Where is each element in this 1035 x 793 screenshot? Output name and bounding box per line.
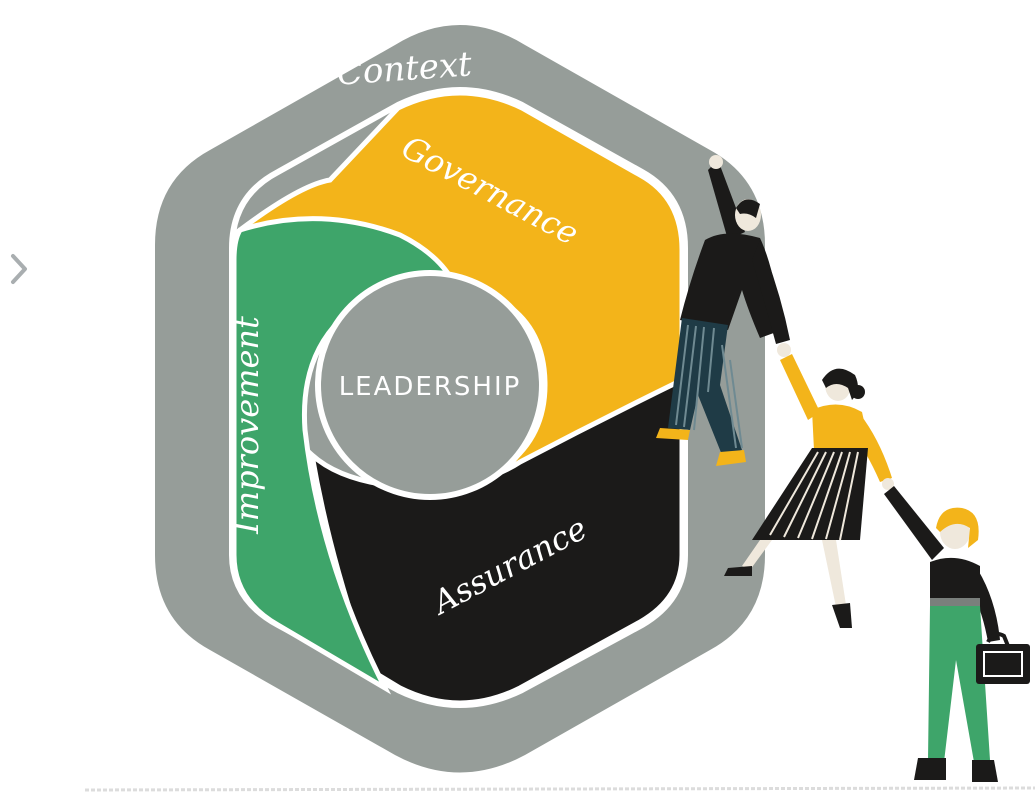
ground-line: [84, 786, 1035, 792]
woman-briefcase-figure: [884, 486, 1030, 782]
leadership-label: LEADERSHIP: [339, 372, 522, 402]
assurance-segment: [308, 375, 685, 706]
people-illustration: [656, 155, 1030, 782]
chevron-right-icon[interactable]: [8, 252, 32, 286]
woman-skirt-figure: [724, 354, 894, 628]
improvement-segment: [231, 216, 460, 695]
improvement-label: Improvement: [228, 316, 266, 535]
context-label: Context: [335, 44, 473, 93]
leadership-circle: [315, 270, 545, 500]
man-climbing-figure: [656, 155, 791, 466]
briefcase-icon: [976, 632, 1030, 684]
